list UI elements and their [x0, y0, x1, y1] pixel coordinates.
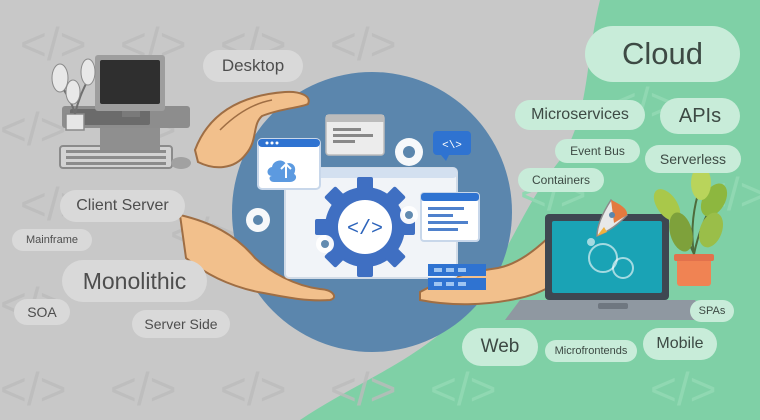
svg-text:</>: </>	[20, 18, 87, 70]
svg-text:</>: </>	[330, 363, 397, 415]
client-server-label: Client Server	[60, 190, 185, 222]
desktop-label: Desktop	[203, 50, 303, 82]
laptop-icon	[505, 214, 710, 320]
microservices-label: Microservices	[515, 100, 645, 130]
plant-icon	[51, 58, 96, 131]
containers-label: Containers	[518, 168, 604, 192]
mobile-label: Mobile	[643, 328, 717, 360]
cloud-label: Cloud	[585, 26, 740, 82]
right-code-window	[420, 192, 480, 242]
svg-text:</>: </>	[650, 363, 717, 415]
mainframe-label: Mainframe	[12, 229, 92, 251]
web-label: Web	[462, 328, 538, 366]
server-rack-icon	[428, 264, 486, 290]
monolithic-label: Monolithic	[62, 260, 207, 302]
svg-text:</>: </>	[330, 18, 397, 70]
svg-text:</>: </>	[0, 103, 67, 155]
desktop-computer-icon	[59, 55, 191, 169]
spas-label: SPAs	[690, 300, 734, 322]
event-bus-label: Event Bus	[555, 139, 640, 163]
rocket-icon	[596, 198, 629, 238]
cloud-upload-icon	[257, 138, 321, 190]
code-chat-icon: <\>	[433, 131, 471, 161]
svg-text:</>: </>	[430, 363, 497, 415]
svg-text:</>: </>	[110, 363, 177, 415]
svg-text:<\>: <\>	[442, 140, 462, 152]
right-plant-icon	[653, 166, 728, 286]
top-code-window	[325, 114, 385, 156]
serverless-label: Serverless	[645, 145, 741, 173]
small-gears	[246, 138, 423, 253]
svg-text:</>: </>	[220, 363, 287, 415]
microfrontends-label: Microfrontends	[545, 340, 637, 362]
upper-hand-icon	[193, 90, 310, 169]
svg-text:</>: </>	[347, 218, 383, 241]
soa-label: SOA	[14, 299, 70, 325]
lower-hand-icon	[178, 213, 336, 302]
apis-label: APIs	[660, 98, 740, 134]
code-gear-icon: </>	[315, 177, 415, 277]
svg-text:</>: </>	[0, 363, 67, 415]
server-side-label: Server Side	[132, 310, 230, 338]
